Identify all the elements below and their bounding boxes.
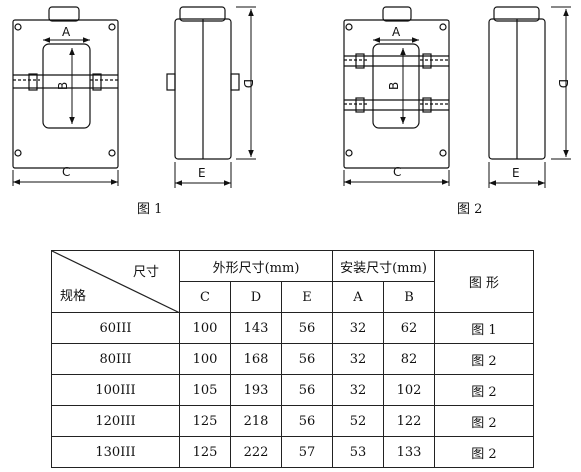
technical-drawings: A B C D E 图 1: [12, 6, 571, 217]
figure2-label-B: B: [387, 82, 401, 90]
header-install-dimensions: 安装尺寸(mm): [332, 250, 435, 282]
cell-B: 133: [383, 436, 435, 468]
cell-spec: 80III: [51, 343, 180, 375]
table-row: 120III 125 218 56 52 122 图 2: [51, 405, 534, 437]
figure1-mount-hole: [14, 23, 22, 31]
figure1-clamp: [28, 73, 38, 91]
figure1-label-A: A: [62, 25, 71, 39]
spec-table: 尺寸 规格 外形尺寸(mm) 安装尺寸(mm) 图 形 C D E A B 60…: [51, 250, 534, 468]
cell-B: 82: [383, 343, 435, 375]
figure1-window: [42, 43, 91, 129]
table-corner-cell: 尺寸 规格: [51, 250, 180, 313]
table-row: 60III 100 143 56 32 62 图 1: [51, 312, 534, 344]
cell-spec: 120III: [51, 405, 180, 437]
cell-E: 56: [281, 405, 333, 437]
cell-D: 143: [230, 312, 282, 344]
header-col-C: C: [179, 281, 231, 313]
cell-E: 56: [281, 343, 333, 375]
figure2-label-D: D: [556, 79, 570, 88]
cell-figure: 图 2: [434, 343, 534, 375]
header-figure: 图 形: [434, 250, 534, 313]
table-row: 100III 105 193 56 32 102 图 2: [51, 374, 534, 406]
header-size-label: 尺寸: [132, 265, 159, 280]
figure1-label-B: B: [56, 82, 70, 90]
figure1-base-plate: [12, 19, 119, 169]
cell-A: 32: [332, 343, 384, 375]
cell-D: 218: [230, 405, 282, 437]
cell-spec: 130III: [51, 436, 180, 468]
cell-C: 125: [179, 436, 231, 468]
figure2-label-A: A: [392, 25, 401, 39]
header-col-B: B: [383, 281, 435, 313]
corner-diagonal: [52, 251, 180, 313]
figure1-mount-hole: [108, 23, 116, 31]
figure1-clamp: [92, 73, 102, 91]
cell-spec: 100III: [51, 374, 180, 406]
cell-B: 122: [383, 405, 435, 437]
cell-D: 222: [230, 436, 282, 468]
figure1-mount-hole: [14, 149, 22, 157]
figure1-label-D: D: [241, 79, 255, 88]
cell-C: 100: [179, 312, 231, 344]
cell-C: 105: [179, 374, 231, 406]
figure2-caption: 图 2: [457, 202, 482, 217]
figure1-top-terminal: [48, 6, 80, 22]
cell-A: 32: [332, 312, 384, 344]
cell-A: 32: [332, 374, 384, 406]
cell-E: 56: [281, 374, 333, 406]
figure1-label-E: E: [198, 166, 206, 180]
cell-B: 102: [383, 374, 435, 406]
cell-A: 53: [332, 436, 384, 468]
figure2-label-C: C: [393, 165, 401, 179]
figure2-label-E: E: [512, 166, 520, 180]
cell-E: 56: [281, 312, 333, 344]
table-row: 130III 125 222 57 53 133 图 2: [51, 436, 534, 468]
cell-figure: 图 2: [434, 405, 534, 437]
header-col-A: A: [332, 281, 384, 313]
figure2-side-view: [488, 6, 546, 160]
cell-C: 125: [179, 405, 231, 437]
header-col-E: E: [281, 281, 333, 313]
header-spec-label: 规格: [60, 289, 87, 304]
figure1-label-C: C: [62, 165, 70, 179]
table-header-row: 尺寸 规格 外形尺寸(mm) 安装尺寸(mm) 图 形: [51, 250, 534, 313]
cell-spec: 60III: [51, 312, 180, 344]
cell-A: 52: [332, 405, 384, 437]
table-row: 80III 100 168 56 32 82 图 2: [51, 343, 534, 375]
figure2-front-view: [343, 6, 450, 169]
figure1-front-view: [12, 6, 119, 169]
cell-figure: 图 2: [434, 436, 534, 468]
figure1-side-view: [166, 6, 240, 160]
figure1-mount-hole: [108, 149, 116, 157]
cell-figure: 图 1: [434, 312, 534, 344]
header-col-D: D: [230, 281, 282, 313]
header-outer-dimensions: 外形尺寸(mm): [179, 250, 333, 282]
figure1-caption: 图 1: [137, 202, 162, 217]
cell-figure: 图 2: [434, 374, 534, 406]
cell-E: 57: [281, 436, 333, 468]
cell-B: 62: [383, 312, 435, 344]
cell-C: 100: [179, 343, 231, 375]
cell-D: 193: [230, 374, 282, 406]
cell-D: 168: [230, 343, 282, 375]
